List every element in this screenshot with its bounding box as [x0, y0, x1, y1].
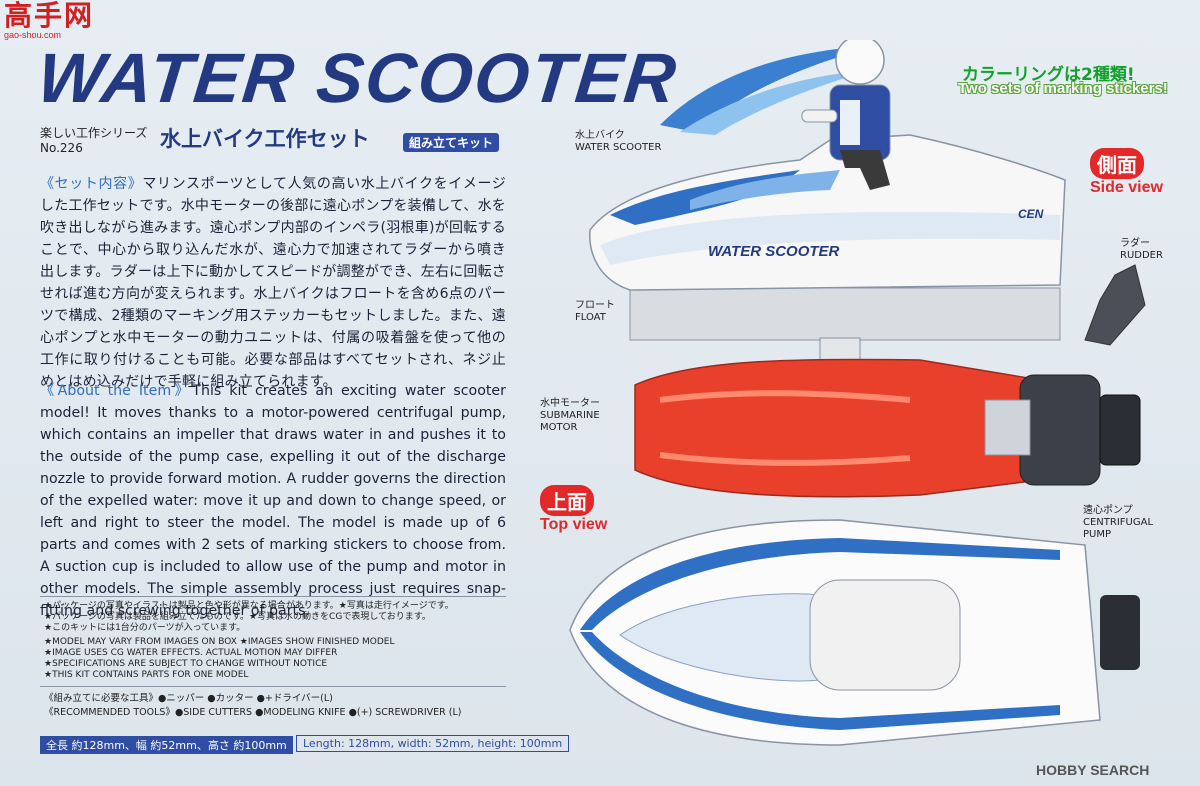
- note-line: ★パッケージの写真やイラストは製品と色や形が異なる場合があります。★写真は走行イ…: [44, 601, 454, 611]
- centrifugal-pump-shape: [1019, 374, 1101, 486]
- top-view-jp: 上面: [540, 485, 594, 516]
- rider-leg-shape: [840, 150, 890, 190]
- label-en: CENTRIFUGAL: [1083, 517, 1154, 528]
- english-description-heading: 《About the Item》: [40, 383, 193, 399]
- rider-vest-shape: [840, 100, 860, 145]
- hull-stripe-shape: [600, 211, 1060, 265]
- japanese-product-title: 水上バイク工作セット: [160, 127, 370, 151]
- tools-english: 《RECOMMENDED TOOLS》●SIDE CUTTERS ●MODELI…: [44, 707, 462, 718]
- note-line: ★MODEL MAY VARY FROM IMAGES ON BOX ★IMAG…: [44, 637, 395, 647]
- note-line: ★SPECIFICATIONS ARE SUBJECT TO CHANGE WI…: [44, 659, 328, 669]
- divider: [40, 596, 506, 597]
- motor-highlight-shape: [659, 390, 911, 466]
- side-decal-text: CEN: [1018, 207, 1044, 221]
- specs-english: Length: 128mm, width: 52mm, height: 100m…: [296, 735, 570, 752]
- label-water-scooter: 水上バイク WATER SCOOTER: [575, 130, 661, 154]
- label-en: WATER SCOOTER: [575, 142, 662, 153]
- side-view-label: 側面 Side view: [1090, 148, 1163, 197]
- side-view-jp: 側面: [1090, 148, 1144, 179]
- notes-block: ★パッケージの写真やイラストは製品と色や形が異なる場合があります。★写真は走行イ…: [44, 601, 454, 681]
- seat-shape: [809, 579, 961, 691]
- specs-japanese: 全長 約128mm、幅 約52mm、高さ 約100mm: [40, 736, 293, 754]
- label-jp: 遠心ポンプ: [1083, 505, 1133, 516]
- divider: [40, 686, 506, 687]
- japanese-description-heading: 《セット内容》: [40, 176, 143, 192]
- note-line: ★THIS KIT CONTAINS PARTS FOR ONE MODEL: [44, 670, 249, 680]
- site-logo: 高手网 gao-shou.com: [4, 0, 95, 41]
- label-jp: ラダー: [1120, 238, 1150, 249]
- hull-accent-shape: [690, 170, 840, 210]
- splash-swoosh-graphic: [660, 45, 880, 135]
- japanese-description-text: マリンスポーツとして人気の高い水上バイクをイメージした工作セットです。水中モータ…: [40, 176, 506, 390]
- top-pump-shape: [1100, 595, 1140, 670]
- label-jp: 水中モーター: [540, 398, 600, 409]
- note-line: ★このキットには1台分のパーツが入っています。: [44, 623, 246, 633]
- label-rudder: ラダー RUDDER: [1120, 238, 1163, 262]
- label-en: PUMP: [1083, 529, 1112, 540]
- label-jp: 水上バイク: [575, 130, 625, 141]
- rider-arm-shape: [801, 109, 838, 123]
- float-shape: [629, 287, 1061, 341]
- note-line: ★IMAGE USES CG WATER EFFECTS. ACTUAL MOT…: [44, 648, 338, 658]
- pump-mount-shape: [984, 399, 1031, 456]
- label-submarine-motor: 水中モーター SUBMARINE MOTOR: [540, 398, 600, 434]
- hull-decal-text: WATER SCOOTER: [708, 243, 840, 260]
- site-logo-text: 高手网: [4, 0, 95, 31]
- top-hull-stripe-shape: [580, 632, 1060, 730]
- site-logo-url: gao-shou.com: [4, 30, 62, 40]
- side-view-en: Side view: [1090, 179, 1163, 196]
- label-en: RUDDER: [1120, 250, 1163, 261]
- hobby-search-watermark: HOBBY SEARCH: [1036, 762, 1150, 778]
- top-hull-stripe-shape: [580, 538, 1060, 630]
- label-en: FLOAT: [575, 312, 606, 323]
- label-en: SUBMARINE: [540, 410, 600, 421]
- product-illustration: WATER SCOOTER CEN: [569, 40, 1146, 746]
- promo-japanese: カラーリングは2種類!: [962, 65, 1135, 85]
- japanese-description: 《セット内容》マリンスポーツとして人気の高い水上バイクをイメージした工作セットで…: [40, 173, 506, 393]
- english-description-text: This kit creates an exciting water scoot…: [40, 383, 506, 619]
- rider-head-shape: [835, 40, 885, 85]
- series-name: 楽しい工作シリーズ: [40, 126, 148, 140]
- promo-english: Two sets of marking stickers!: [958, 80, 1168, 97]
- label-float: フロート FLOAT: [575, 300, 615, 324]
- top-view-label: 上面 Top view: [540, 485, 607, 534]
- side-hull-shape: [589, 134, 1066, 291]
- label-jp: フロート: [575, 300, 615, 311]
- note-line: ★パッケージの写真は製品を組み立てたものです。★写真は水の動きをCGで表現してお…: [44, 612, 431, 622]
- rudder-shape: [1084, 264, 1146, 346]
- submarine-motor-shape: [634, 358, 1041, 498]
- series-label: 楽しい工作シリーズ No.226: [40, 126, 147, 156]
- label-en: MOTOR: [540, 422, 578, 433]
- series-number: No.226: [40, 141, 83, 155]
- label-centrifugal-pump: 遠心ポンプ CENTRIFUGAL PUMP: [1083, 505, 1153, 541]
- tools-block: 《組み立てに必要な工具》●ニッパー ●カッター ●+ドライバー(L) 《RECO…: [44, 692, 461, 720]
- english-description: 《About the Item》This kit creates an exci…: [40, 380, 506, 622]
- assembly-kit-badge: 組み立てキット: [403, 133, 500, 152]
- tools-japanese: 《組み立てに必要な工具》●ニッパー ●カッター ●+ドライバー(L): [44, 693, 333, 704]
- top-view-en: Top view: [540, 516, 608, 533]
- pump-nozzle-shape: [1099, 394, 1141, 466]
